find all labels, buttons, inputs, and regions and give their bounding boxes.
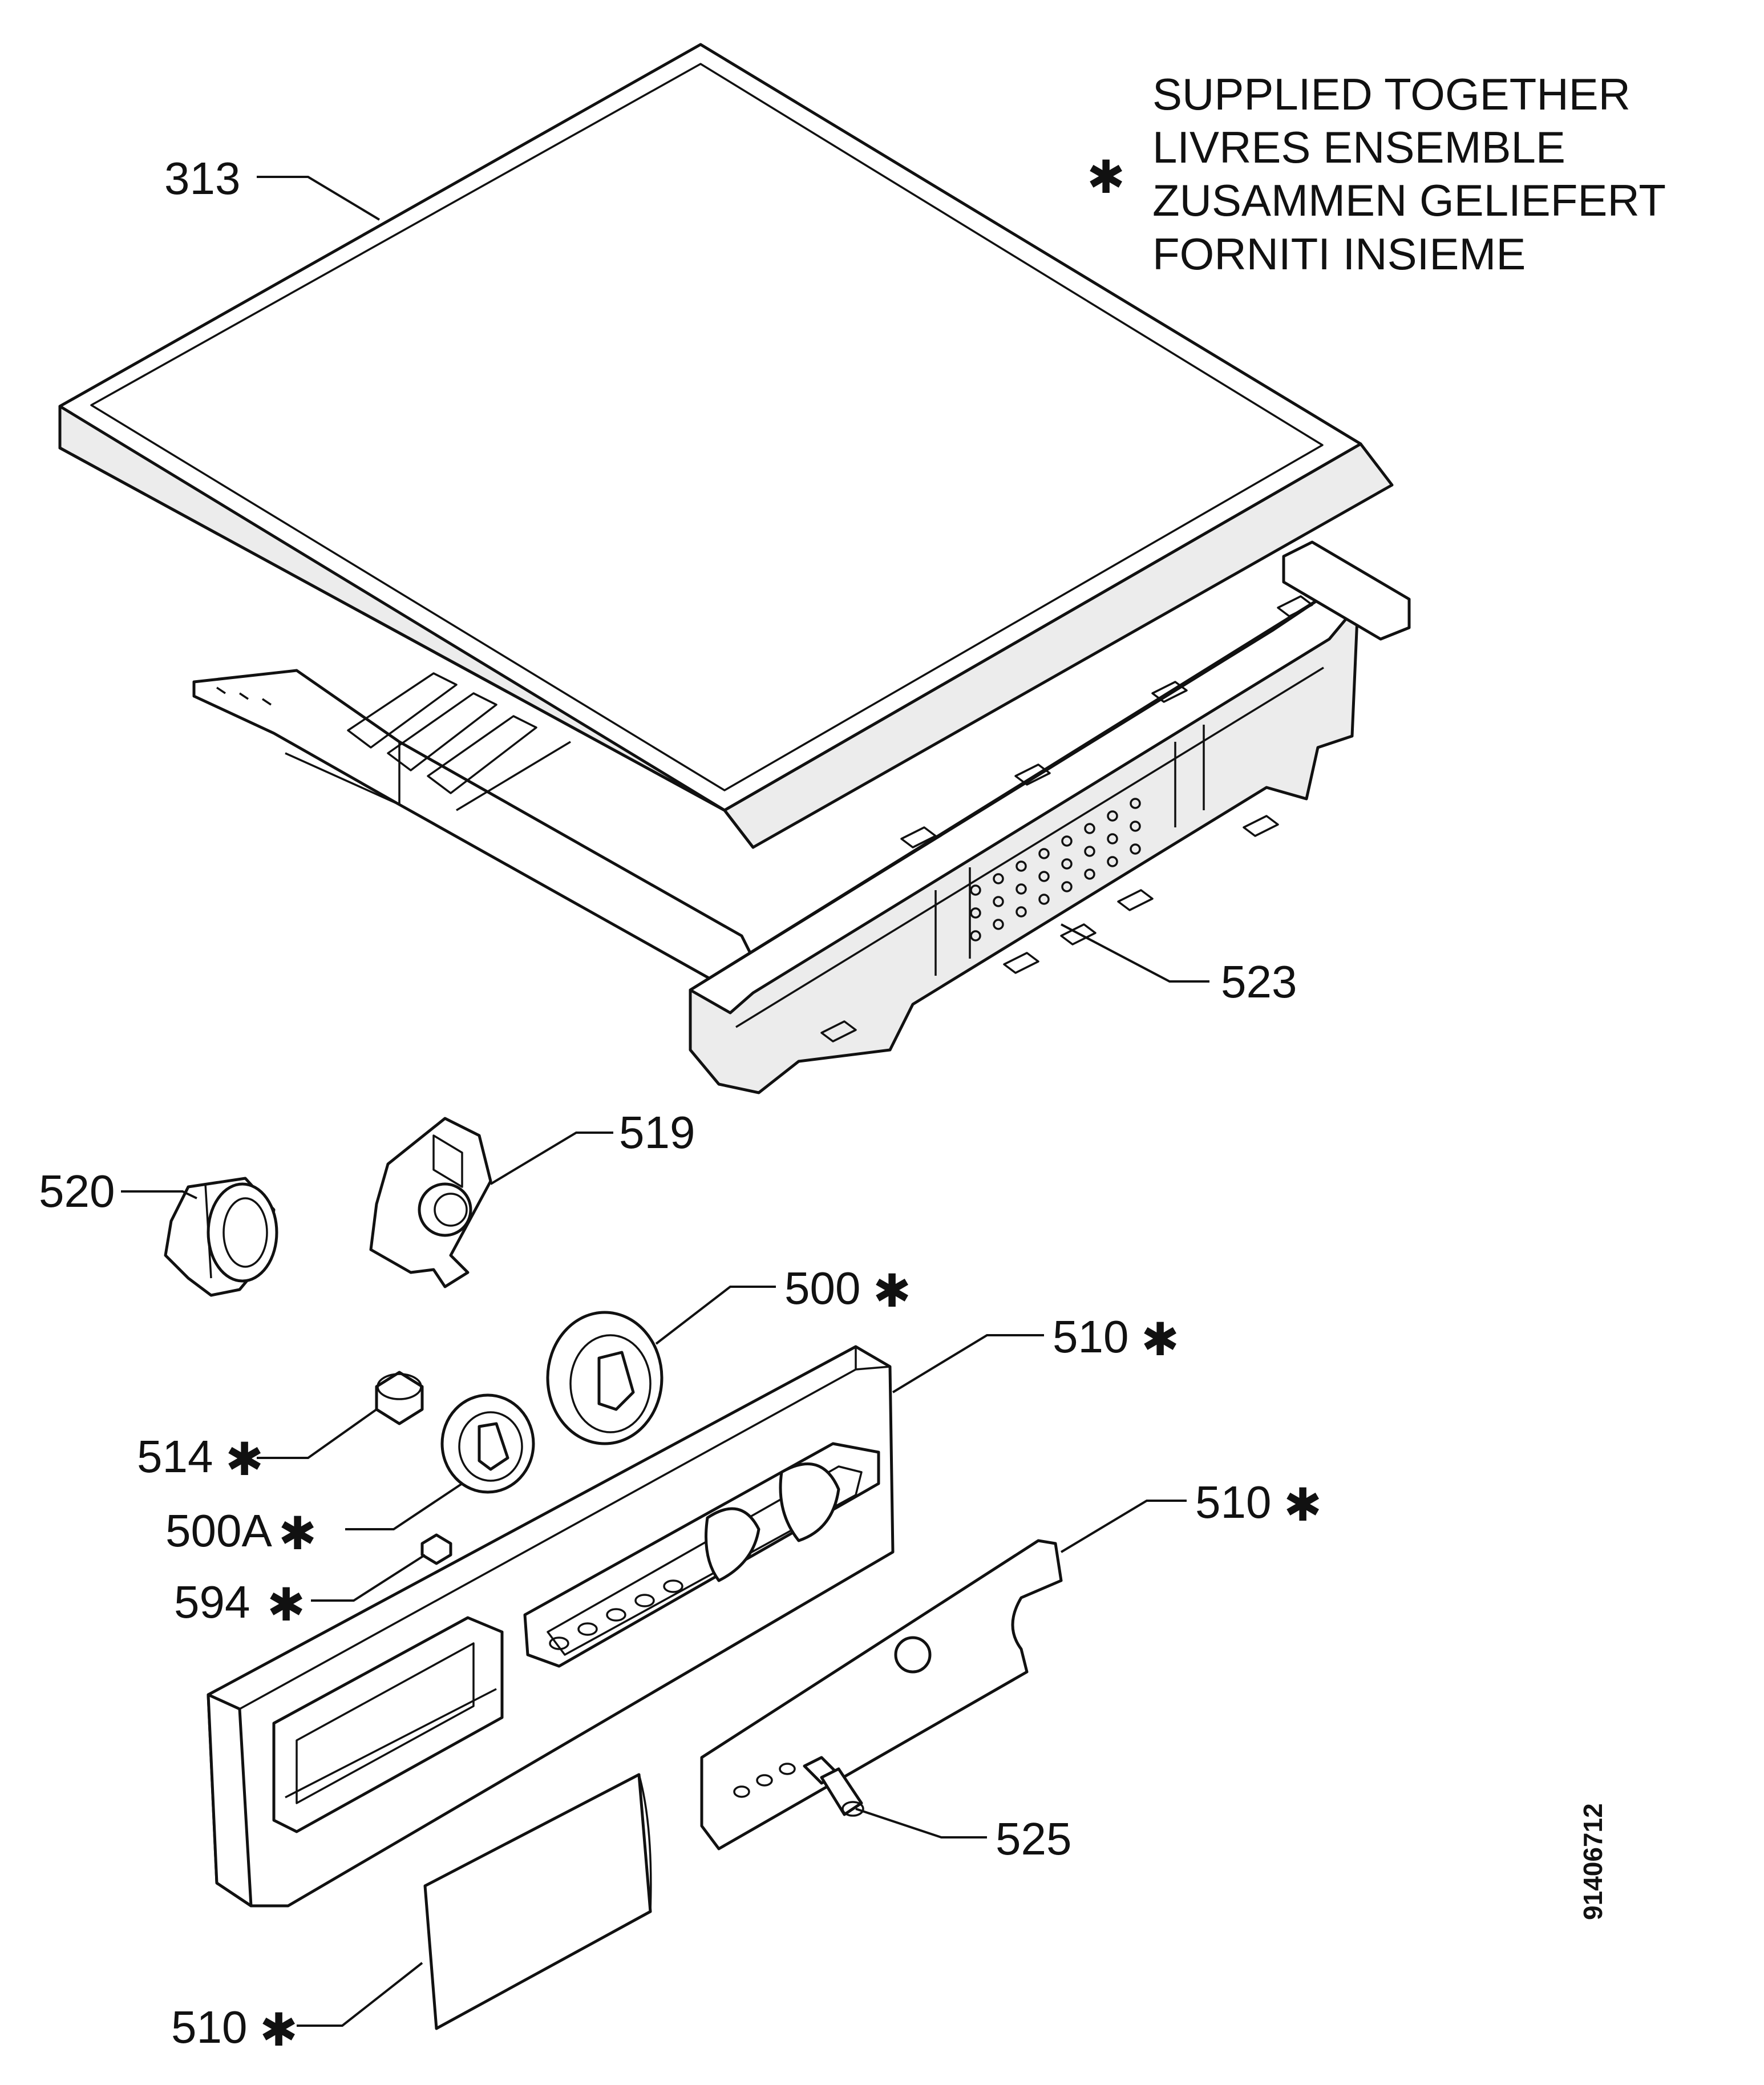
mark-510-flap: ✱ — [260, 2003, 298, 2056]
label-500: 500 — [784, 1263, 860, 1314]
label-313: 313 — [164, 153, 240, 204]
part-500a-knob — [440, 1393, 535, 1494]
mark-500a: ✱ — [278, 1507, 317, 1560]
mark-510-insert: ✱ — [1284, 1478, 1322, 1532]
label-510-panel: 510 — [1053, 1311, 1128, 1362]
label-520: 520 — [39, 1166, 115, 1217]
legend-asterisk: ✱ — [1087, 151, 1125, 204]
label-519: 519 — [619, 1107, 695, 1158]
part-510-control-panel — [207, 1345, 895, 1908]
label-525: 525 — [996, 1813, 1071, 1864]
mark-500: ✱ — [873, 1264, 911, 1318]
part-510-panel-insert — [700, 1539, 1063, 1850]
part-500-knob — [546, 1311, 663, 1445]
label-510-flap: 510 — [171, 2002, 247, 2052]
part-523-frame — [192, 540, 1411, 1094]
part-313-worktop — [58, 43, 1394, 849]
part-510-flap — [423, 1773, 652, 2030]
part-594-indicator — [420, 1533, 452, 1565]
label-523: 523 — [1221, 956, 1297, 1007]
legend-line-2: LIVRES ENSEMBLE — [1152, 122, 1565, 172]
label-594: 594 — [174, 1577, 250, 1627]
part-525-push-rod — [803, 1756, 864, 1817]
legend: ✱ SUPPLIED TOGETHER LIVRES ENSEMBLE ZUSA… — [1087, 69, 1666, 279]
mark-514: ✱ — [225, 1433, 264, 1486]
part-520-lamp-holder — [164, 1177, 278, 1297]
label-500a: 500A — [165, 1505, 272, 1556]
legend-line-1: SUPPLIED TOGETHER — [1152, 69, 1631, 119]
mark-594: ✱ — [267, 1578, 305, 1631]
legend-line-4: FORNITI INSIEME — [1152, 229, 1526, 279]
part-514-button-cap — [375, 1371, 424, 1425]
mark-510-panel: ✱ — [1141, 1313, 1179, 1366]
label-510-insert: 510 — [1195, 1477, 1271, 1528]
label-514: 514 — [137, 1431, 213, 1482]
document-number: 91406712 — [1578, 1803, 1608, 1920]
part-519-pressure-switch — [369, 1117, 492, 1288]
legend-line-3: ZUSAMMEN GELIEFERT — [1152, 175, 1666, 225]
